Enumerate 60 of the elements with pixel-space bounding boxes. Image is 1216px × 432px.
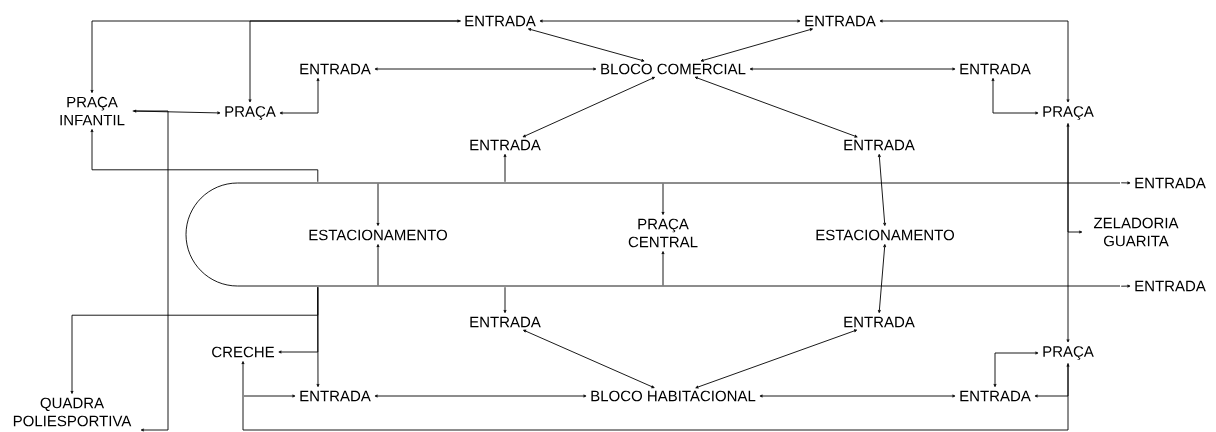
arrow — [528, 28, 645, 62]
area-label: BLOCO COMERCIAL — [601, 63, 746, 75]
arrow — [991, 77, 1039, 115]
arrow — [248, 20, 462, 103]
arrow — [1034, 362, 1069, 398]
area-label: CRECHE — [212, 346, 274, 358]
arrow — [374, 394, 587, 398]
area-label: ENTRADA — [960, 390, 1031, 402]
arrow — [1120, 284, 1131, 288]
area-label: ENTRADA — [470, 139, 541, 151]
arrow — [661, 183, 665, 215]
arrow — [523, 329, 655, 389]
arrow — [503, 153, 507, 183]
arrow — [661, 251, 665, 286]
area-label: PRAÇA — [1043, 106, 1094, 120]
arrow — [1066, 123, 1070, 343]
area-label: ENTRADA — [844, 139, 915, 151]
area-label: PRAÇA CENTRAL — [628, 218, 698, 248]
arrow — [522, 76, 656, 138]
arrow — [877, 244, 887, 314]
arrow — [241, 361, 1070, 431]
area-label: ENTRADA — [844, 316, 915, 328]
arrow — [749, 67, 956, 71]
area-label: ESTACIONAMENTO — [309, 229, 447, 241]
arrow — [694, 76, 858, 138]
area-label: ZELADORIA GUARITA — [1093, 217, 1179, 247]
area-label: ENTRADA — [960, 63, 1031, 75]
area-label: ENTRADA — [300, 63, 371, 75]
arrow — [90, 129, 319, 183]
area-label: ENTRADA — [300, 390, 371, 402]
arrow — [374, 67, 597, 71]
arrow — [279, 77, 320, 115]
arrow — [1067, 122, 1083, 234]
area-label: BLOCO HABITACIONAL — [591, 390, 756, 402]
arrow — [376, 183, 380, 226]
arrow — [993, 351, 1039, 388]
arrow — [243, 394, 296, 398]
area-label: PRAÇA — [225, 106, 276, 120]
area-label: ESTACIONAMENTO — [816, 229, 954, 241]
arrow — [376, 244, 380, 286]
area-label: ENTRADA — [470, 316, 541, 328]
arrow — [278, 286, 319, 354]
arrow — [759, 394, 956, 398]
arrow — [1120, 181, 1131, 185]
arrow — [700, 28, 813, 62]
area-label: ENTRADA — [1135, 177, 1206, 189]
area-label: ENTRADA — [805, 15, 876, 27]
area-label: ENTRADA — [1135, 280, 1206, 292]
arrow — [133, 109, 221, 115]
area-label: ENTRADA — [465, 15, 536, 27]
arrow — [132, 110, 169, 432]
arrow — [539, 19, 801, 23]
arrow — [879, 19, 1070, 103]
arrow — [695, 329, 858, 389]
area-label: PRAÇA INFANTIL — [60, 96, 125, 126]
area-label: QUADRA POLIESPORTIVA — [13, 397, 132, 427]
arrow — [503, 286, 507, 314]
arrow — [90, 19, 461, 93]
area-label: PRAÇA — [1043, 346, 1094, 360]
arrow — [877, 153, 887, 226]
